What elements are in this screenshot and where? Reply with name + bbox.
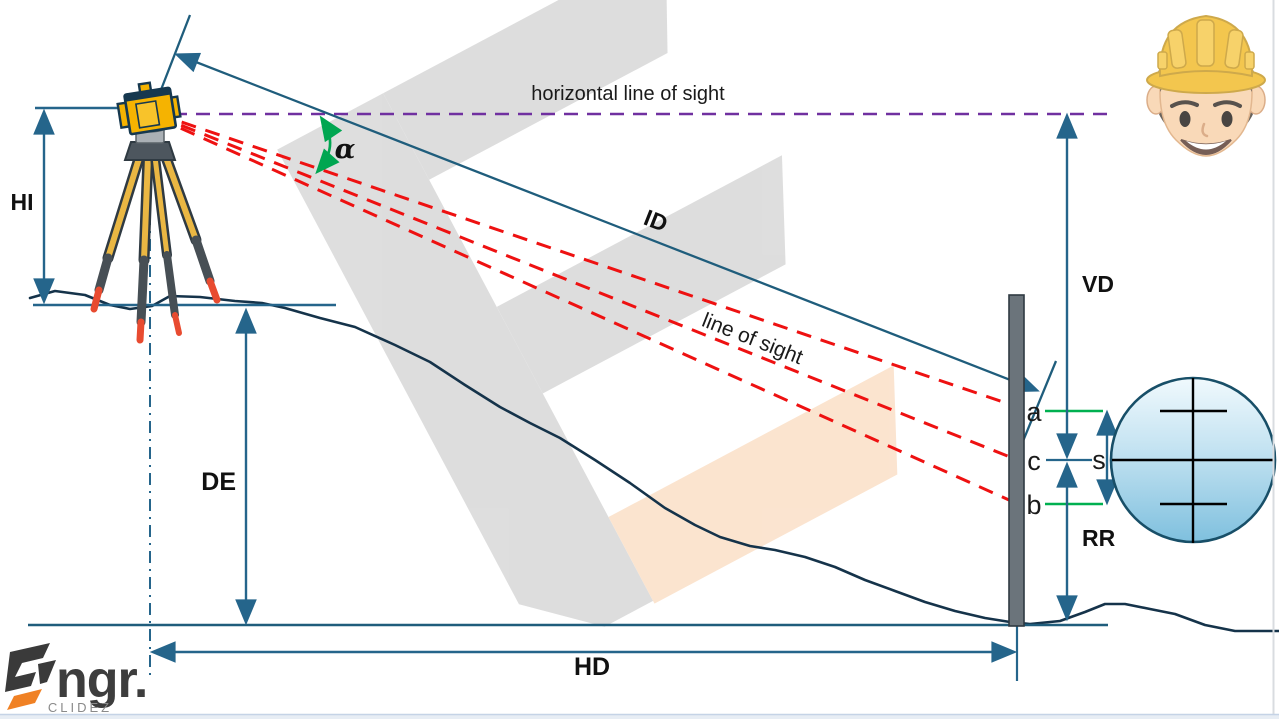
hd-label: HD bbox=[574, 653, 610, 681]
logo-subtext: CLIDEZ bbox=[48, 700, 112, 715]
rr-label: RR bbox=[1082, 525, 1116, 551]
de-label: DE bbox=[201, 468, 236, 496]
bottom-strip bbox=[0, 715, 1279, 719]
total-station-on-tripod bbox=[90, 81, 221, 344]
avatar-eyebrow-right bbox=[1213, 100, 1242, 108]
avatar-eye-right bbox=[1221, 111, 1233, 127]
alpha-label: α bbox=[335, 134, 356, 165]
avatar-eyebrow-left bbox=[1170, 100, 1199, 108]
reading-a-label: a bbox=[1026, 397, 1042, 427]
leveling-staff bbox=[1008, 294, 1025, 627]
avatar-eye-left bbox=[1179, 111, 1191, 127]
logo-e-glyph bbox=[5, 643, 56, 710]
avatar-nose bbox=[1201, 122, 1209, 138]
engr-clidez-logo: ngr. CLIDEZ bbox=[5, 643, 148, 715]
horizontal-los-label: horizontal line of sight bbox=[531, 83, 725, 105]
reading-c-label: c bbox=[1027, 446, 1041, 476]
sight-rays bbox=[157, 112, 1011, 502]
instrument-body bbox=[116, 81, 182, 136]
id-line bbox=[174, 52, 1040, 393]
telescope-reticle-view bbox=[1109, 376, 1277, 544]
avatar-teeth bbox=[1186, 141, 1226, 150]
logo-text: ngr. bbox=[56, 651, 147, 709]
sight-ray-middle bbox=[157, 114, 1011, 459]
tripod-head bbox=[123, 141, 177, 161]
engineer-hardhat-avatar bbox=[1146, 14, 1266, 157]
alpha-arc bbox=[315, 115, 343, 175]
vd-label: VD bbox=[1082, 271, 1114, 297]
s-label: s bbox=[1092, 445, 1106, 475]
sight-ray-lower bbox=[157, 116, 1010, 502]
hi-label: HI bbox=[11, 189, 34, 215]
reading-b-label: b bbox=[1026, 490, 1041, 520]
